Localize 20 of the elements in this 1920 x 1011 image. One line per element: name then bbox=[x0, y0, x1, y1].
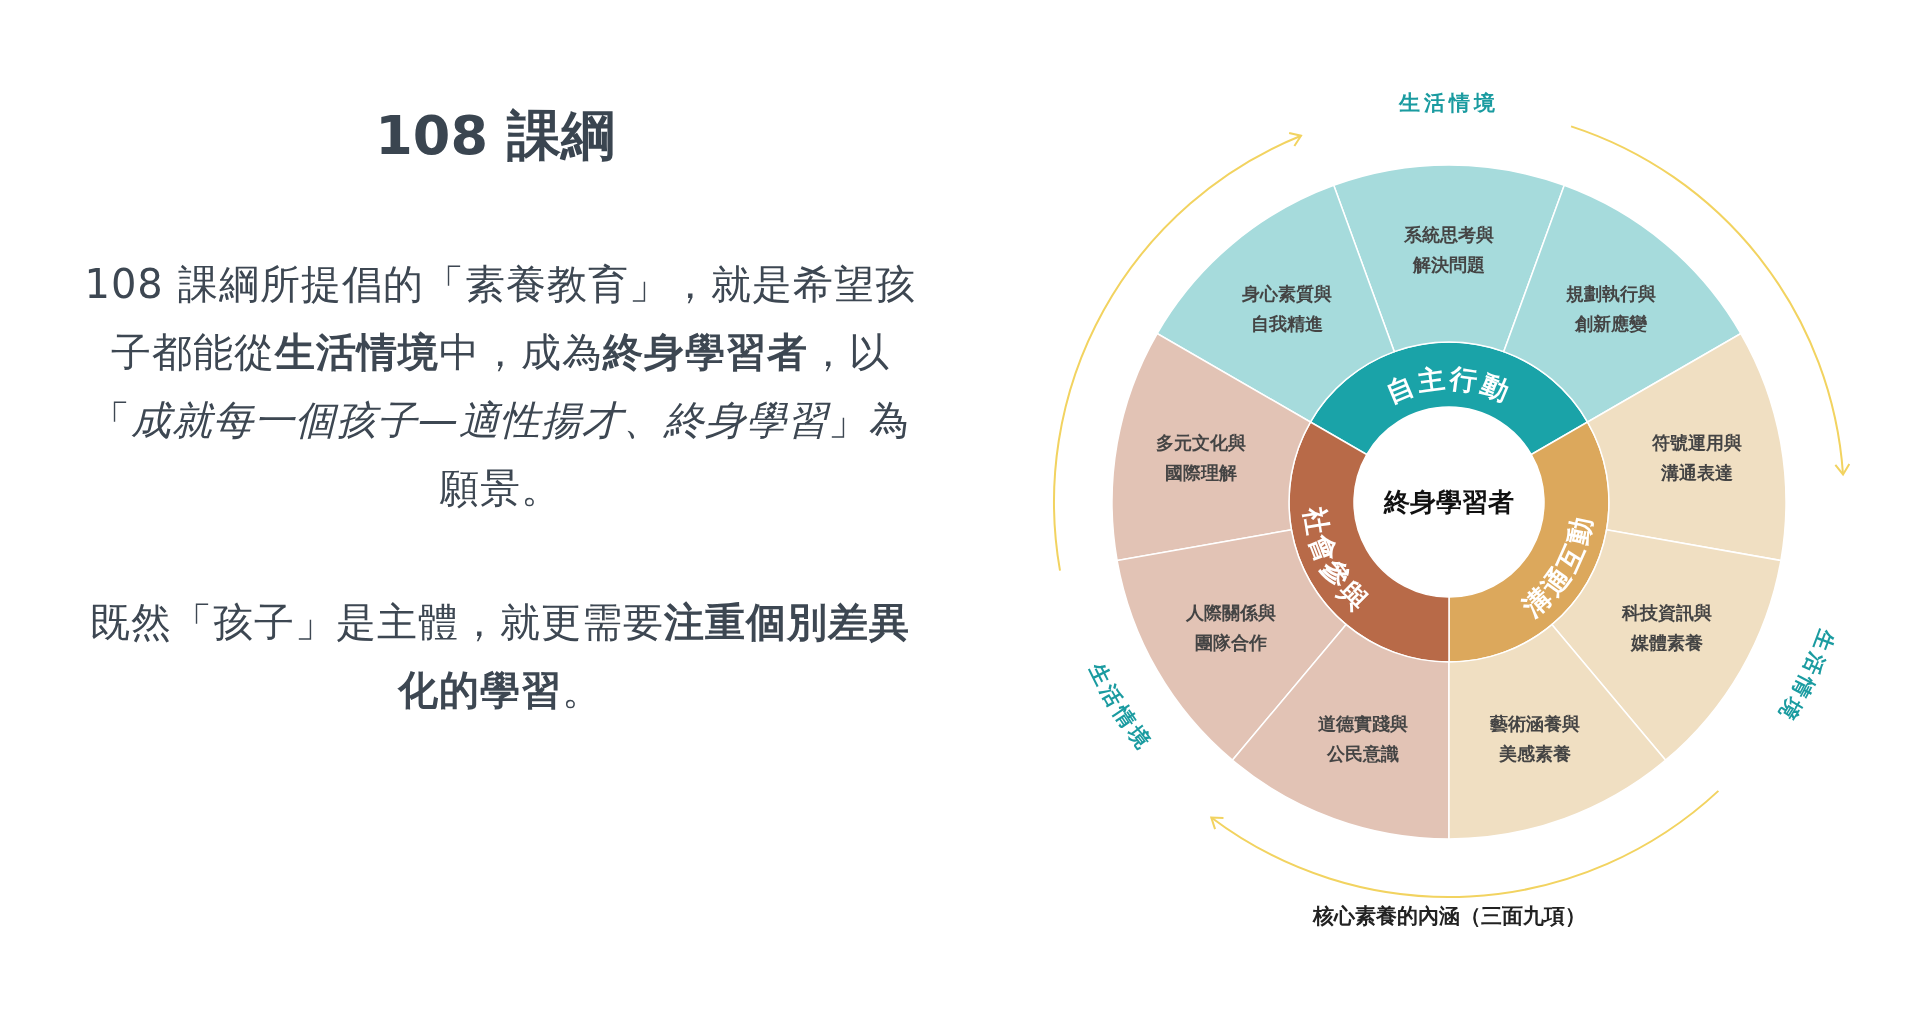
sector-label: 人際關係與團隊合作 bbox=[1184, 601, 1277, 655]
sector-label: 科技資訊與媒體素養 bbox=[1620, 601, 1714, 655]
caption: 核心素養的內涵（三面九項） bbox=[1311, 903, 1587, 930]
context-label: 生活情境 bbox=[1399, 91, 1499, 115]
ring-label: 社會參與 bbox=[1299, 505, 1377, 619]
ring-label: 自主行動 bbox=[1381, 362, 1517, 409]
sector-label: 符號運用與溝通表達 bbox=[1651, 431, 1744, 486]
context-label: 生活情境 bbox=[1084, 659, 1158, 756]
title: 108 課綱 bbox=[374, 103, 616, 169]
sector-label: 藝術涵養與美感素養 bbox=[1489, 711, 1582, 766]
context-label: 生活情境 bbox=[1772, 625, 1839, 728]
sector-label: 道德實踐與公民意識 bbox=[1316, 711, 1409, 766]
sector-label: 多元文化與國際理解 bbox=[1154, 431, 1247, 486]
sector-label: 身心素質與自我精進 bbox=[1241, 281, 1333, 336]
sector-label: 規劃執行與創新應變 bbox=[1564, 281, 1657, 336]
paragraph: 既然「孩子」是主體，就更需要注重個別差異化的學習。 bbox=[89, 598, 911, 715]
center-label: 終身學習者 bbox=[1384, 487, 1514, 517]
paragraph: 108 課綱所提倡的「素養教育」，就是希望孩子都能從生活情境中，成為終身學習者，以「成就每一個孩子—適性揚才、終身學習」為願景。 bbox=[83, 260, 917, 513]
sector-label: 系統思考與解決問題 bbox=[1403, 223, 1495, 277]
ring-label: 溝通互動 bbox=[1516, 511, 1598, 623]
